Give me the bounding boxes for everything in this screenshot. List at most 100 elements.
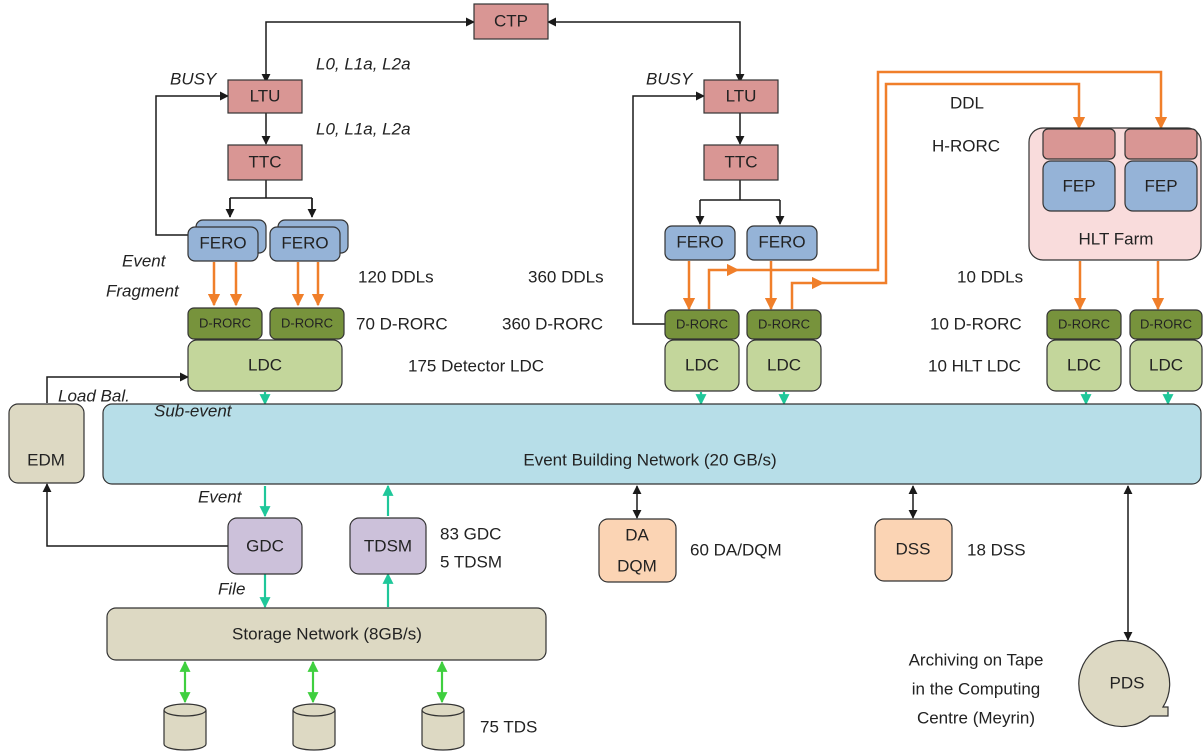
da-dqm-box: DA DQM — [598, 518, 677, 583]
gdc-box: GDC — [227, 517, 303, 575]
gdc-label: GDC — [246, 536, 284, 555]
ttc-left-label: TTC — [248, 152, 281, 171]
fero-left-2-label: FERO — [281, 233, 328, 252]
drorc-360-label: 360 D-RORC — [502, 314, 603, 333]
ddls-120-label: 120 DDLs — [358, 267, 434, 286]
drorc-right-2-label: D-RORC — [758, 316, 810, 331]
drorc-hlt-2-label: D-RORC — [1140, 316, 1192, 331]
hlt-farm-box: FEP FEP HLT Farm — [1028, 127, 1202, 261]
ldc-hlt-2-box: LDC — [1129, 339, 1203, 392]
archive-note-line-3: Centre (Meyrin) — [917, 708, 1035, 727]
ddls-360-label: 360 DDLs — [528, 267, 604, 286]
ltu-left-box: LTU — [227, 79, 303, 114]
fero-right-2-box: FERO — [746, 225, 818, 261]
database-cylinder-icon — [163, 703, 207, 751]
hrorc-1-box — [1042, 128, 1116, 160]
ldc-right-2-label: LDC — [767, 355, 801, 374]
trigger-connectors — [42, 17, 1133, 641]
drorc-hlt-1-box: D-RORC — [1046, 309, 1122, 340]
busy-left-label: BUSY — [170, 69, 218, 88]
database-cylinder-icon — [292, 703, 336, 751]
hrorc-label: H-RORC — [932, 136, 1000, 155]
hlt-ldc-10-label: 10 HLT LDC — [928, 356, 1021, 375]
fero-right-1-label: FERO — [676, 232, 723, 251]
tdsm-5-label: 5 TDSM — [440, 552, 502, 571]
drorc-left-1-box: D-RORC — [187, 307, 263, 340]
ldc-hlt-1-box: LDC — [1046, 339, 1122, 392]
event-building-network-box: Event Building Network (20 GB/s) — [102, 403, 1202, 485]
fero-left-1-box: FERO — [187, 219, 267, 262]
ttc-left-box: TTC — [227, 144, 303, 181]
ldc-left-box: LDC — [187, 339, 343, 392]
drorc-left-2-box: D-RORC — [269, 307, 345, 340]
archive-note-line-2: in the Computing — [912, 679, 1041, 698]
edm-label: EDM — [27, 450, 65, 469]
ltu-right-box: LTU — [703, 79, 779, 114]
edm-box: EDM — [8, 403, 85, 484]
ltu-right-label: LTU — [726, 86, 757, 105]
drorc-right-2-box: D-RORC — [746, 309, 822, 340]
archive-note-line-1: Archiving on Tape — [909, 650, 1044, 669]
ttc-right-box: TTC — [703, 144, 779, 181]
drorc-10-label: 10 D-RORC — [930, 314, 1022, 333]
dss-18-label: 18 DSS — [967, 540, 1026, 559]
drorc-70-label: 70 D-RORC — [356, 314, 448, 333]
drorc-right-1-box: D-RORC — [664, 309, 740, 340]
fero-right-2-label: FERO — [758, 232, 805, 251]
dss-label: DSS — [896, 539, 931, 558]
fero-left-1-label: FERO — [199, 233, 246, 252]
event-fragment-label-2: Fragment — [106, 281, 180, 300]
tape-reel-icon: PDS — [1078, 639, 1171, 728]
load-bal-label: Load Bal. — [58, 386, 130, 405]
busy-right-label: BUSY — [646, 69, 694, 88]
drorc-right-1-label: D-RORC — [676, 316, 728, 331]
fero-left-2-box: FERO — [269, 219, 349, 262]
tdsm-box: TDSM — [349, 517, 427, 575]
hrorc-2-box — [1124, 128, 1198, 160]
ldc-hlt-2-label: LDC — [1149, 355, 1183, 374]
ldc-right-1-box: LDC — [664, 339, 740, 392]
sub-event-label: Sub-event — [154, 401, 233, 420]
hlt-farm-label: HLT Farm — [1079, 229, 1154, 248]
da-label: DA — [625, 525, 649, 544]
drorc-hlt-2-box: D-RORC — [1129, 309, 1203, 340]
database-cylinder-icon — [421, 703, 465, 751]
file-label: File — [218, 579, 245, 598]
ldc-175-label: 175 Detector LDC — [408, 356, 544, 375]
drorc-left-2-label: D-RORC — [281, 315, 333, 330]
storage-network-label: Storage Network (8GB/s) — [232, 624, 422, 643]
dqm-label: DQM — [617, 556, 657, 575]
ddls-10-label: 10 DDLs — [957, 267, 1023, 286]
triggers-top-label: L0, L1a, L2a — [316, 54, 411, 73]
tds-75-label: 75 TDS — [480, 717, 537, 736]
gdc-83-label: 83 GDC — [440, 524, 501, 543]
ddl-label: DDL — [950, 93, 984, 112]
fep-1-box — [1042, 160, 1116, 212]
ctp-box: CTP — [473, 3, 549, 40]
ddl-connectors — [207, 70, 1168, 311]
event-label: Event — [198, 487, 243, 506]
ldc-left-label: LDC — [248, 355, 282, 374]
storage-network-box: Storage Network (8GB/s) — [106, 607, 547, 661]
fero-right-1-box: FERO — [664, 225, 736, 261]
triggers-mid-label: L0, L1a, L2a — [316, 119, 411, 138]
tdsm-label: TDSM — [364, 536, 412, 555]
event-building-network-label: Event Building Network (20 GB/s) — [523, 450, 776, 469]
dss-box: DSS — [874, 518, 953, 582]
drorc-left-1-label: D-RORC — [199, 315, 251, 330]
event-fragment-label-1: Event — [122, 251, 167, 270]
fep-2-label: FEP — [1144, 176, 1177, 195]
ldc-hlt-1-label: LDC — [1067, 355, 1101, 374]
ttc-right-label: TTC — [724, 152, 757, 171]
ldc-right-2-box: LDC — [746, 339, 822, 392]
pds-label: PDS — [1110, 673, 1145, 692]
fep-2-box — [1124, 160, 1198, 212]
drorc-hlt-1-label: D-RORC — [1058, 316, 1110, 331]
ltu-left-label: LTU — [250, 86, 281, 105]
ldc-right-1-label: LDC — [685, 355, 719, 374]
data-flow-connectors — [179, 392, 1174, 704]
da-dqm-60-label: 60 DA/DQM — [690, 540, 782, 559]
ctp-label: CTP — [494, 11, 528, 30]
fep-1-label: FEP — [1062, 176, 1095, 195]
